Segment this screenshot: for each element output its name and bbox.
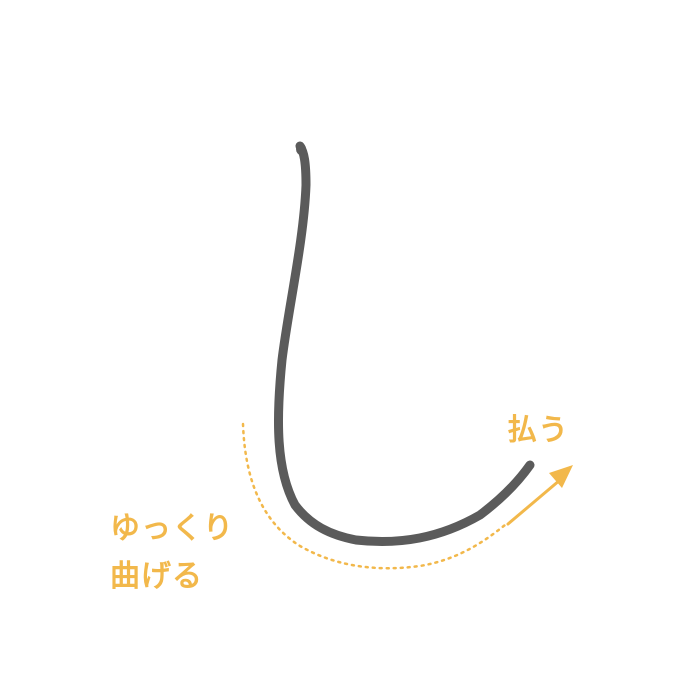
brush-stroke xyxy=(273,141,535,546)
bend-annotation-line1: ゆっくり xyxy=(110,511,234,546)
sweep-arrow-shaft xyxy=(506,478,562,526)
sweep-arrow-head xyxy=(549,465,573,488)
brush-tip xyxy=(296,143,306,155)
bend-annotation-line2: 曲げる xyxy=(110,559,203,594)
sweep-annotation: 払う xyxy=(507,413,569,448)
